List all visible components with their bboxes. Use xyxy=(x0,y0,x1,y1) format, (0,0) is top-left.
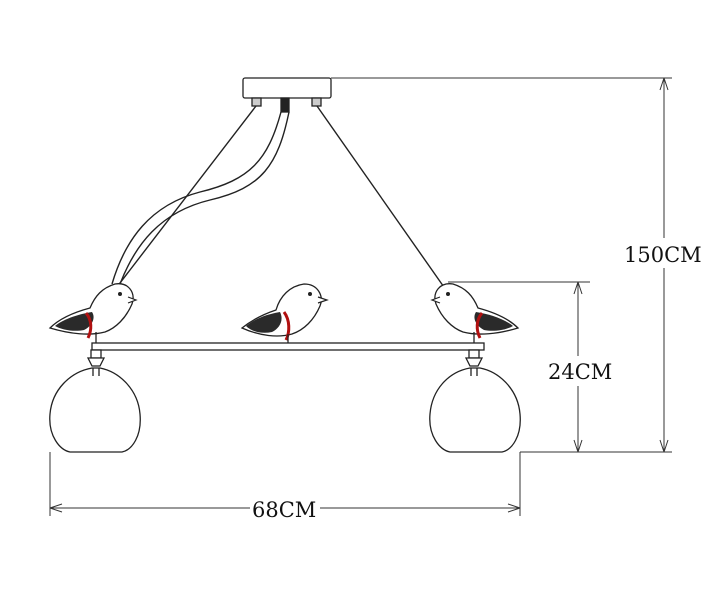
body-height-label: 24CM xyxy=(548,360,612,384)
width-label: 68CM xyxy=(252,498,316,522)
lamp-bar xyxy=(91,342,485,351)
suspension-wires xyxy=(109,105,447,297)
globe-left xyxy=(49,349,141,453)
globe-right xyxy=(429,349,521,453)
bird-center xyxy=(240,283,329,343)
height-label: 150CM xyxy=(624,243,702,267)
body-height-label-bg xyxy=(546,356,618,386)
width-label-bg xyxy=(250,494,320,524)
height-label-bg xyxy=(622,238,698,268)
ceiling-canopy xyxy=(242,77,332,113)
bird-left xyxy=(48,283,138,343)
bird-right xyxy=(430,283,520,343)
